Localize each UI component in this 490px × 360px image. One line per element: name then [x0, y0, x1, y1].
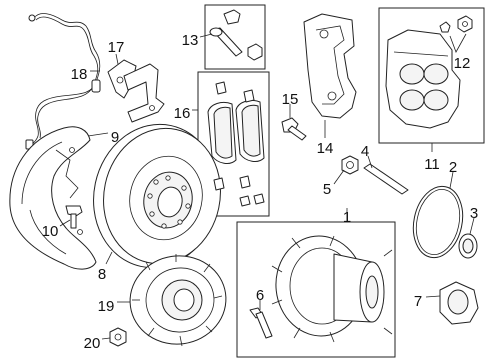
- brake-rotor: [93, 123, 221, 269]
- guide-pin: [363, 163, 409, 195]
- hub-box: [236, 221, 396, 358]
- shield-bolt: [65, 205, 83, 229]
- leader-line-5: [333, 169, 345, 185]
- callout-6: 6: [256, 287, 264, 304]
- hub-seal: [458, 233, 478, 259]
- leader-line-9: [87, 132, 109, 137]
- callout-12: 12: [454, 55, 471, 72]
- wheel-stud: [249, 307, 273, 339]
- brake-caliper: [385, 29, 461, 129]
- leader-line-13: [199, 33, 213, 38]
- leader-line-17: [115, 53, 119, 65]
- caliper-box: [378, 7, 485, 144]
- axle-nut: [341, 155, 359, 175]
- leader-line-20: [101, 337, 111, 340]
- callout-4: 4: [361, 143, 369, 160]
- callout-2: 2: [449, 159, 457, 176]
- leader-line-2: [449, 171, 454, 189]
- bolt-group-box: [204, 4, 266, 70]
- callout-8: 8: [98, 266, 106, 283]
- sensor-bracket: [107, 59, 165, 123]
- lug-nut: [109, 327, 127, 347]
- splash-shield: [9, 126, 97, 270]
- callout-19: 19: [98, 298, 115, 315]
- o-ring: [412, 185, 464, 259]
- leader-line-12: [449, 33, 467, 53]
- callout-3: 3: [470, 205, 478, 222]
- leader-line-4: [367, 155, 373, 169]
- callout-9: 9: [111, 129, 119, 146]
- callout-20: 20: [84, 335, 101, 352]
- callout-14: 14: [317, 140, 334, 157]
- callout-5: 5: [323, 181, 331, 198]
- hub-bearing-assembly: [271, 235, 393, 343]
- wheel-hub: [129, 254, 227, 347]
- caliper-bracket: [303, 13, 357, 119]
- hub-cap: [439, 281, 479, 325]
- bracket-bolt: [281, 117, 307, 141]
- callout-1: 1: [343, 209, 351, 226]
- callout-18: 18: [71, 66, 88, 83]
- callout-10: 10: [42, 223, 59, 240]
- bleeder-screw: [439, 15, 473, 33]
- leader-line-10: [59, 219, 71, 227]
- abs-sensor-wire: [25, 13, 101, 150]
- leader-lines: [59, 33, 475, 340]
- leader-line-3: [469, 217, 475, 235]
- callout-11: 11: [424, 156, 440, 173]
- leader-line-8: [105, 251, 113, 265]
- callout-7: 7: [414, 293, 422, 310]
- callout-15: 15: [282, 91, 299, 108]
- callout-17: 17: [108, 39, 125, 56]
- brake-pads: [207, 81, 265, 207]
- leader-line-7: [425, 295, 441, 298]
- guide-bolt: [209, 9, 263, 61]
- callout-13: 13: [182, 32, 199, 49]
- callout-16: 16: [174, 105, 191, 122]
